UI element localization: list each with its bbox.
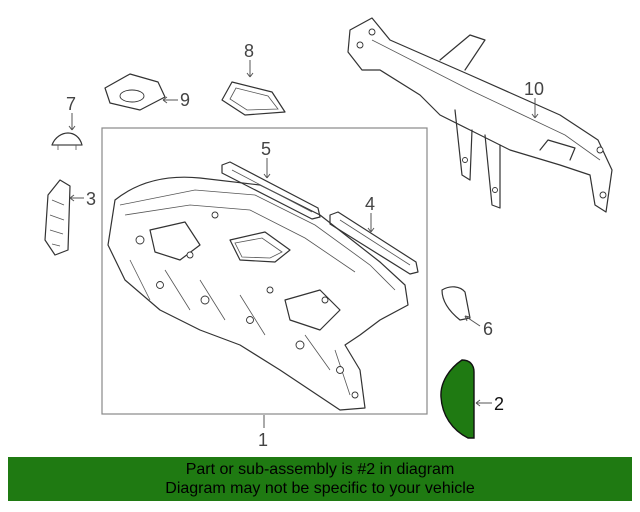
part-1-crash-pad[interactable] [107, 176, 409, 411]
callout-8: 8 [244, 41, 254, 61]
callout-10: 10 [524, 79, 544, 99]
callout-4: 4 [365, 194, 375, 214]
assembly-frame [101, 127, 428, 415]
part-4-bracket[interactable] [329, 211, 419, 275]
callout-1: 1 [258, 430, 268, 450]
part-8-grille[interactable] [221, 81, 286, 116]
notice-line-1: Part or sub-assembly is #2 in diagram [185, 461, 455, 478]
part-5-bracket[interactable] [221, 161, 321, 220]
diagram-notice-banner: Part or sub-assembly is #2 in diagram Di… [8, 457, 632, 501]
callout-9: 9 [180, 90, 190, 110]
callout-6: 6 [483, 319, 493, 339]
notice-line-2: Diagram may not be specific to your vehi… [165, 480, 475, 497]
leader-lines [68, 60, 539, 428]
callout-5: 5 [261, 139, 271, 159]
callout-2: 2 [494, 394, 504, 414]
part-7-cap[interactable] [51, 132, 83, 150]
part-9-bezel[interactable] [104, 73, 166, 111]
part-6-cover[interactable] [441, 286, 471, 321]
part-3-side-panel[interactable] [44, 179, 71, 256]
part-2-side-cover[interactable] [440, 359, 475, 439]
callout-7: 7 [66, 94, 76, 114]
callout-3: 3 [86, 189, 96, 209]
part-10-crossbar[interactable] [347, 17, 613, 213]
